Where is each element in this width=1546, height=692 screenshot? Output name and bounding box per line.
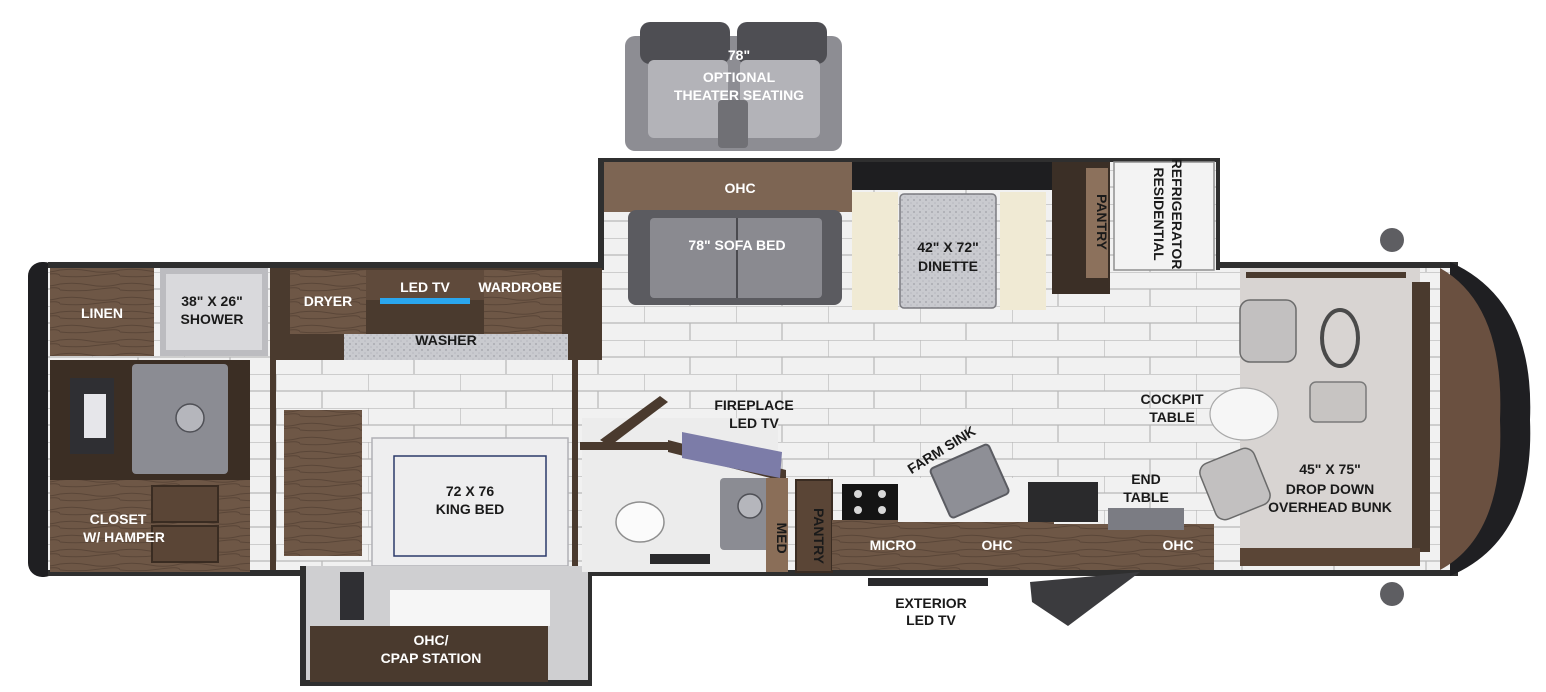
shower-label: SHOWER: [181, 311, 244, 327]
laundry-wardrobe: [270, 268, 602, 570]
passenger-seat-icon: [1199, 447, 1271, 521]
sink-icon: [175, 403, 1010, 519]
slideout-top: [598, 158, 1220, 310]
cockpit-table-label: TABLE: [1149, 409, 1195, 425]
linen-label: LINEN: [81, 305, 123, 321]
pantry-bottom-label: PANTRY: [811, 508, 827, 565]
sofa-bed-label: 78" SOFA BED: [688, 237, 785, 253]
cpap-station-label: CPAP STATION: [381, 650, 482, 666]
dinette-label: DINETTE: [918, 258, 978, 274]
micro-label: MICRO: [870, 537, 917, 553]
bedroom: [284, 410, 592, 686]
toilet-icon: [615, 501, 710, 564]
exterior-label: EXTERIOR: [895, 595, 967, 611]
ohc-top-label: OHC: [724, 180, 755, 196]
washer-label: WASHER: [415, 332, 476, 348]
med-label: MED: [774, 522, 790, 553]
dinette-size-label: 42" X 72": [917, 239, 979, 255]
theater-seating-label: THEATER SEATING: [674, 87, 804, 103]
theater-optional-label: OPTIONAL: [703, 69, 776, 85]
wardrobe-label: WARDROBE: [478, 279, 561, 295]
theater-size-label: 78": [728, 47, 750, 63]
king-size-label: 72 X 76: [446, 483, 494, 499]
fireplace-label: FIREPLACE: [714, 397, 793, 413]
end-label: END: [1131, 471, 1161, 487]
cooktop-icon: [854, 490, 886, 514]
led-tv-label: LED TV: [400, 279, 450, 295]
refrigerator-label: REFRIGERATOR: [1169, 159, 1185, 270]
dryer-label: DRYER: [304, 293, 353, 309]
ohc-front-label: OHC: [1162, 537, 1193, 553]
shower-size-label: 38" X 26": [181, 293, 243, 309]
cockpit-label: COCKPIT: [1141, 391, 1204, 407]
drop-down-label: DROP DOWN: [1286, 481, 1374, 497]
overhead-bunk-label: OVERHEAD BUNK: [1268, 499, 1392, 515]
theater-seating: [625, 22, 842, 151]
bunk-size-label: 45" X 75": [1299, 461, 1361, 477]
ohc-kitchen-label: OHC: [981, 537, 1012, 553]
hamper-label: W/ HAMPER: [83, 529, 165, 545]
residential-label: RESIDENTIAL: [1151, 167, 1167, 261]
side-mirror-icon: [1380, 228, 1404, 606]
driver-seat-icon: [1239, 299, 1297, 363]
fireplace-tv-label: LED TV: [729, 415, 779, 431]
steering-wheel-icon: [1309, 308, 1367, 423]
closet-label: CLOSET: [90, 511, 147, 527]
king-bed-label: KING BED: [436, 501, 504, 517]
rear-bath: [50, 268, 268, 572]
end-table-label: TABLE: [1123, 489, 1169, 505]
exterior-tv-label: LED TV: [906, 612, 956, 628]
pantry-top-label: PANTRY: [1094, 194, 1110, 251]
ohc-cpap-label: OHC/: [414, 632, 449, 648]
